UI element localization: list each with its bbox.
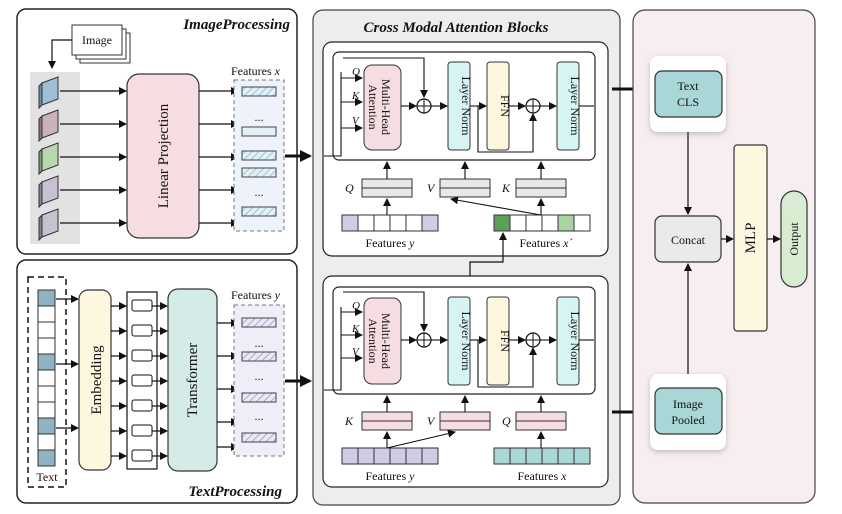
mha-q-label: Q	[352, 66, 360, 78]
feature-token	[241, 206, 277, 217]
mha-q-label: Q	[352, 300, 360, 312]
ellipsis: ...	[255, 409, 264, 423]
features-x-column: ... ...	[233, 79, 285, 232]
concat-label: Concat	[671, 233, 706, 247]
image-patch	[38, 175, 59, 209]
proj-q-label: Q	[345, 181, 354, 195]
feature-token	[241, 351, 277, 362]
image-patches	[38, 76, 59, 242]
text-processing-title: TextProcessing	[188, 484, 282, 500]
mha-k-label: K	[351, 323, 360, 335]
mha-block	[363, 297, 402, 385]
image-processing-panel: ImageProcessing Image	[16, 8, 298, 255]
layer-norm-label: Layer Norm	[459, 312, 473, 372]
image-patch	[38, 109, 59, 143]
ellipsis: ...	[255, 110, 264, 124]
mha-v-label: V	[352, 346, 360, 358]
feature-token	[241, 150, 277, 161]
feature-token	[241, 317, 277, 328]
linear-projection-label: Linear Projection	[156, 103, 172, 208]
layer-norm-label: Layer Norm	[459, 77, 473, 137]
image-to-patches-arrow	[48, 39, 72, 69]
transformer-label: Transformer	[185, 343, 201, 417]
ellipsis: ...	[255, 185, 264, 199]
linear-projection-block: Linear Projection	[126, 73, 200, 239]
proj-k-label: K	[344, 414, 354, 428]
to-transformer-arrows	[152, 302, 168, 460]
mha-label: Multi-HeadAttention	[366, 79, 393, 135]
ffn-label: FFN	[498, 95, 512, 117]
image-patch	[38, 76, 59, 110]
concat-block: Concat	[654, 215, 722, 263]
mlp-block: MLP	[733, 144, 768, 332]
features-x-row-lower	[493, 447, 591, 465]
proj-v-label: V	[427, 181, 436, 195]
ffn-block	[486, 296, 510, 386]
features-xprime-row	[493, 214, 591, 232]
text-label: Text	[36, 470, 58, 484]
image-patch	[38, 208, 59, 242]
features-y-label-upper: Features y	[366, 236, 416, 250]
image-input-box: Image	[71, 24, 131, 64]
fusion-panel: Text CLS Image Pooled Concat MLP Output	[632, 9, 816, 504]
lower-to-upper-connector	[469, 232, 507, 276]
proj-v-label: V	[427, 414, 436, 428]
features-y-title: Features y	[231, 288, 281, 302]
image-pooled-block: Image Pooled	[650, 374, 726, 450]
attention-block-upper: Q K V Multi-HeadAttention Layer Norm FFN…	[322, 41, 609, 257]
projection-arrows	[199, 87, 239, 227]
image-pooled-line2: Pooled	[671, 413, 704, 427]
features-y-column: ... ... ...	[233, 304, 285, 457]
cross-modal-attention-panel: Cross Modal Attention Blocks Q K V Multi…	[312, 9, 621, 506]
attention-title: Cross Modal Attention Blocks	[364, 20, 549, 36]
text-tokens	[37, 289, 56, 467]
layer-norm-label: Layer Norm	[568, 77, 582, 137]
features-x-small-ticks	[241, 126, 277, 137]
features-x-title: Features x	[231, 64, 281, 78]
transformer-block: Transformer	[167, 288, 218, 472]
ellipsis: ...	[255, 369, 264, 383]
image-patch	[38, 142, 59, 176]
output-label: Output	[787, 222, 801, 256]
mha-v-label: V	[352, 115, 360, 127]
feature-token	[241, 392, 277, 403]
patch-arrows	[60, 87, 127, 227]
attention-block-lower: Q K V Multi-HeadAttention Layer Norm FFN…	[322, 275, 609, 488]
mha-k-label: K	[351, 90, 360, 102]
text-to-embedding-arrows	[56, 295, 79, 432]
embedding-label: Embedding	[89, 345, 105, 415]
text-cls-line2: CLS	[677, 95, 699, 109]
layer-norm-block	[447, 296, 471, 386]
text-processing-panel: TextProcessing Text Embedding	[16, 259, 298, 504]
ffn-label: FFN	[498, 330, 512, 352]
embedded-token-column	[126, 291, 158, 470]
output-block: Output	[780, 190, 808, 288]
mha-label: Multi-HeadAttention	[366, 313, 393, 369]
features-y-row-upper	[341, 214, 439, 232]
feature-token	[241, 86, 277, 97]
embedding-arrows	[111, 302, 127, 460]
image-processing-title: ImageProcessing	[182, 17, 290, 33]
features-y-label-lower: Features y	[366, 469, 416, 483]
proj-q-label: Q	[502, 414, 511, 428]
features-y-row-lower	[341, 447, 439, 465]
layer-norm-label: Layer Norm	[568, 312, 582, 372]
text-cls-block: Text CLS	[650, 56, 726, 132]
features-x-label-lower: Features x	[518, 469, 568, 483]
proj-k-label: K	[501, 181, 511, 195]
text-cls-line1: Text	[677, 79, 699, 93]
image-pooled-line1: Image	[673, 397, 703, 411]
ellipsis: ...	[255, 336, 264, 350]
features-xprime-label: Features x´	[520, 236, 574, 250]
embedding-block: Embedding	[78, 289, 112, 471]
feature-token	[241, 432, 277, 443]
mlp-label: MLP	[743, 223, 759, 254]
image-label: Image	[82, 33, 112, 47]
layer-norm-block	[556, 296, 580, 386]
feature-token	[241, 167, 277, 178]
mha-block	[363, 64, 402, 151]
